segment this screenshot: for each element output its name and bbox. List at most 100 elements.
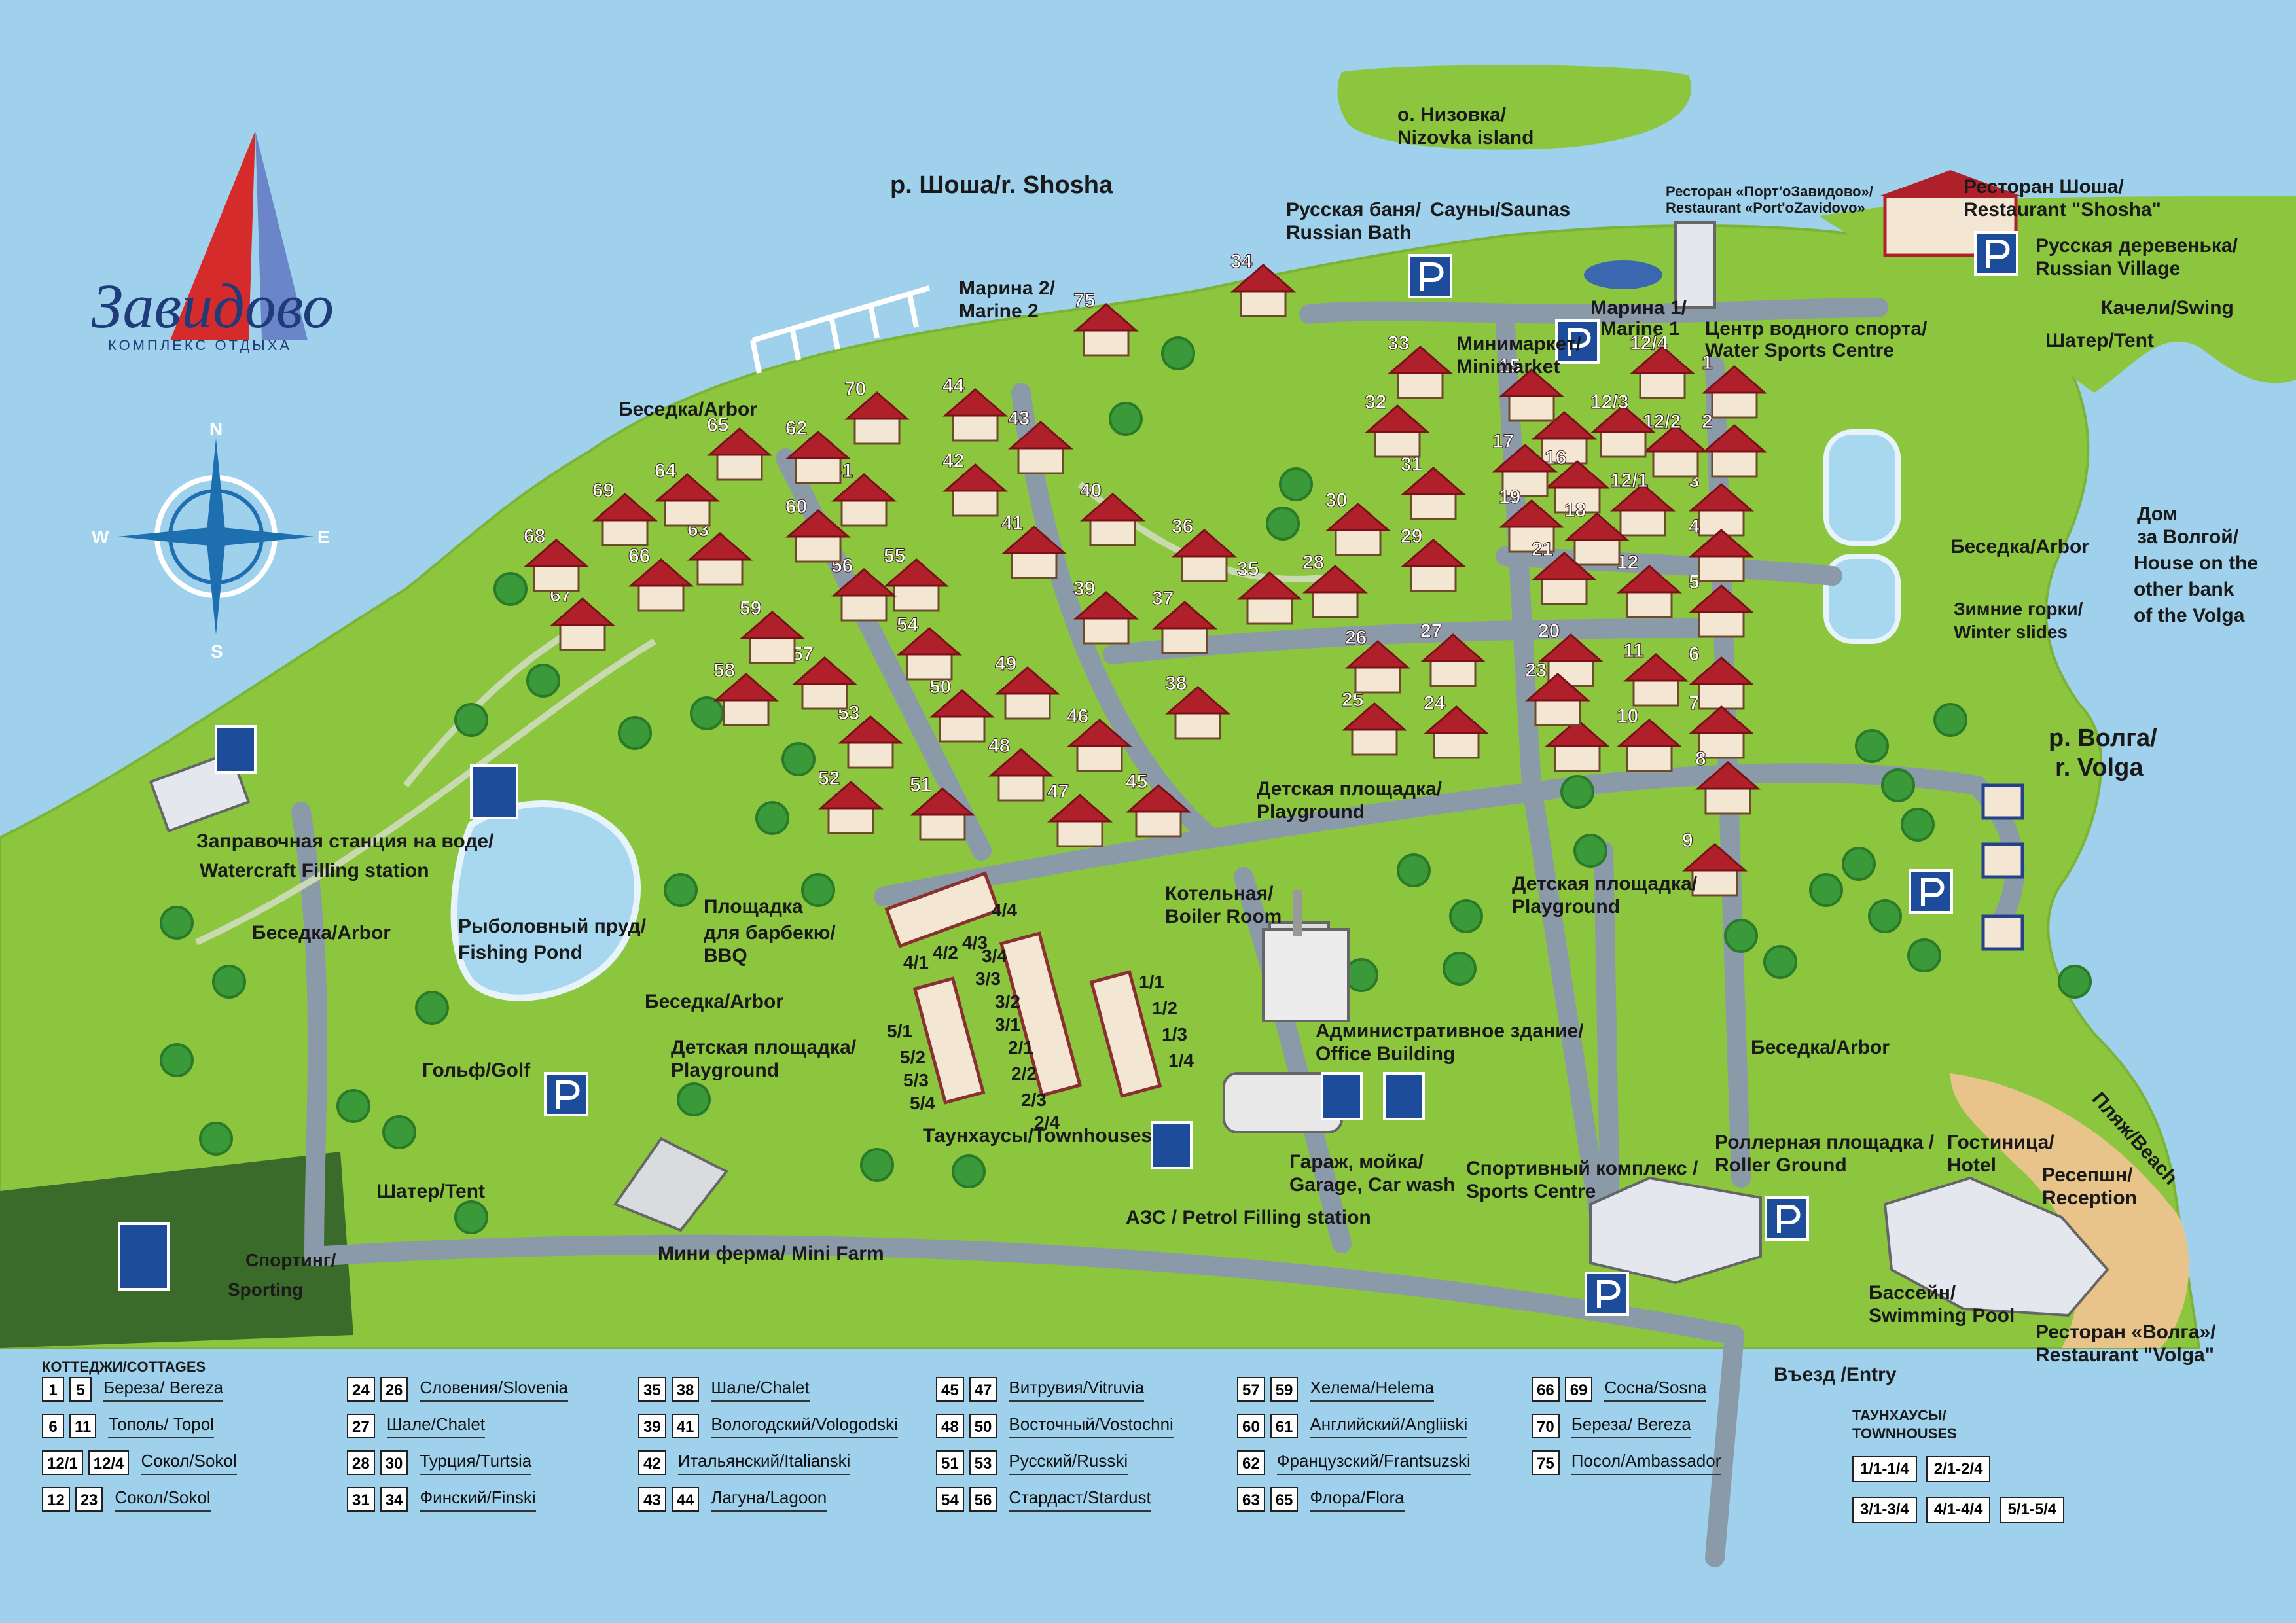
cottage[interactable]: 55 <box>884 545 950 612</box>
cottage[interactable]: 21 <box>1532 539 1598 605</box>
cottage[interactable]: 1 <box>1702 352 1768 419</box>
cottage-number: 66 <box>628 545 650 567</box>
tree-icon <box>664 873 698 907</box>
legend-number: 23 <box>75 1487 103 1512</box>
cottage[interactable]: 75 <box>1073 290 1139 357</box>
townhouse-number: 2/2 <box>1011 1063 1037 1084</box>
cottage[interactable]: 17 <box>1492 431 1558 497</box>
cottage-number: 54 <box>897 614 919 635</box>
cottage[interactable]: 47 <box>1047 781 1113 847</box>
cottage[interactable]: 62 <box>785 418 852 484</box>
label-pool-1: Бассейн/ <box>1869 1282 1956 1304</box>
cottage[interactable]: 56 <box>831 555 897 622</box>
cottage[interactable]: 57 <box>792 643 858 710</box>
cottage-number: 24 <box>1424 692 1446 714</box>
cottage[interactable]: 69 <box>592 480 658 546</box>
cottage[interactable]: 2 <box>1702 411 1768 478</box>
cottage[interactable]: 3 <box>1689 470 1755 537</box>
cottage[interactable]: 43 <box>1008 408 1074 474</box>
label-marina-1-1: Марина 1/ <box>1590 297 1687 319</box>
cottage[interactable]: 64 <box>655 460 721 527</box>
cottage[interactable]: 66 <box>628 545 694 612</box>
cottage[interactable]: 54 <box>897 614 963 681</box>
label-arbor-w: Беседка/Arbor <box>252 922 391 944</box>
cottage[interactable]: 10 <box>1617 705 1683 772</box>
cottage[interactable]: 23 <box>1525 660 1591 726</box>
cottage[interactable]: 27 <box>1420 620 1486 687</box>
cottage[interactable]: 46 <box>1067 705 1133 772</box>
cottage[interactable]: 25 <box>1342 689 1408 756</box>
cottage[interactable]: 30 <box>1325 490 1391 556</box>
cottage-number: 52 <box>818 768 840 789</box>
cottage[interactable]: 12/1 <box>1610 470 1676 537</box>
label-port-2: Restaurant «Port'oZavidovo» <box>1666 200 1865 216</box>
cottage[interactable]: 41 <box>1001 512 1067 579</box>
cottage[interactable]: 31 <box>1401 454 1467 520</box>
cottage[interactable]: 39 <box>1073 578 1139 645</box>
cottage[interactable]: 42 <box>942 450 1009 517</box>
label-sports-1: Спортивный комплекс / <box>1466 1158 1698 1179</box>
cottage[interactable]: 70 <box>844 378 910 445</box>
cottage[interactable]: 48 <box>988 735 1054 802</box>
label-arbor-e: Беседка/Arbor <box>1950 536 2089 558</box>
cottage[interactable]: 51 <box>910 774 976 841</box>
cottage[interactable]: 36 <box>1172 516 1238 582</box>
cottage[interactable]: 52 <box>818 768 884 834</box>
cottage[interactable]: 38 <box>1165 673 1231 740</box>
cottage[interactable]: 8 <box>1695 748 1761 815</box>
legend-number: 31 <box>347 1487 375 1512</box>
cottage[interactable]: 45 <box>1126 771 1192 838</box>
cottage[interactable]: 68 <box>524 526 590 592</box>
legend-number: 75 <box>1532 1450 1560 1475</box>
cottage[interactable]: 59 <box>740 597 806 664</box>
cottage[interactable]: 12 <box>1617 552 1683 618</box>
label-marina-1-2: Marine 1 <box>1600 318 1680 340</box>
tree-icon <box>415 991 449 1025</box>
cottage[interactable]: 5 <box>1689 571 1755 638</box>
cottage[interactable]: 19 <box>1499 486 1565 553</box>
tree-icon <box>1266 507 1300 541</box>
cottage[interactable]: 53 <box>838 702 904 769</box>
cottage[interactable]: 33 <box>1388 332 1454 399</box>
cottage[interactable]: 58 <box>713 660 780 726</box>
cottage[interactable]: 12/3 <box>1590 391 1657 458</box>
tree-icon <box>1279 467 1313 501</box>
tree-icon <box>2058 965 2092 999</box>
cottage[interactable]: 15 <box>1499 355 1565 422</box>
label-playground-w-2: Playground <box>671 1060 779 1081</box>
cottage[interactable]: 9 <box>1682 830 1748 897</box>
cottage[interactable]: 26 <box>1345 627 1411 694</box>
cottage[interactable]: 29 <box>1401 526 1467 592</box>
tree-icon <box>690 696 724 730</box>
cottage[interactable]: 4 <box>1689 516 1755 582</box>
label-bath-1: Русская баня/ <box>1286 199 1422 221</box>
cottage[interactable]: 11 <box>1623 640 1689 707</box>
cottage[interactable]: 44 <box>942 375 1009 442</box>
legend-number: 12/4 <box>88 1450 130 1475</box>
cottage[interactable]: 40 <box>1080 480 1146 546</box>
cottage[interactable]: 16 <box>1545 447 1611 514</box>
cottage[interactable]: 32 <box>1365 391 1431 458</box>
cottage[interactable]: 12/4 <box>1630 332 1696 399</box>
townhouse-number: 4/4 <box>992 900 1017 920</box>
cottage[interactable]: 24 <box>1424 692 1490 759</box>
cottage[interactable]: 65 <box>707 414 773 481</box>
cottage[interactable]: 37 <box>1152 588 1218 654</box>
cottage[interactable]: 34 <box>1230 251 1297 317</box>
cottage[interactable]: 49 <box>995 653 1061 720</box>
cottage[interactable]: 60 <box>785 496 852 563</box>
label-house-volga-1: Дом <box>2137 503 2178 525</box>
cottage[interactable]: 18 <box>1564 499 1630 566</box>
cottage[interactable]: 35 <box>1237 558 1303 625</box>
label-boiler-1: Котельная/ <box>1165 883 1274 904</box>
legend-townhouse-box: 2/1-2/4 <box>1926 1456 1991 1482</box>
cottage[interactable]: 7 <box>1689 692 1755 759</box>
cottage[interactable]: 28 <box>1302 552 1369 618</box>
cottage[interactable]: 6 <box>1689 643 1755 710</box>
